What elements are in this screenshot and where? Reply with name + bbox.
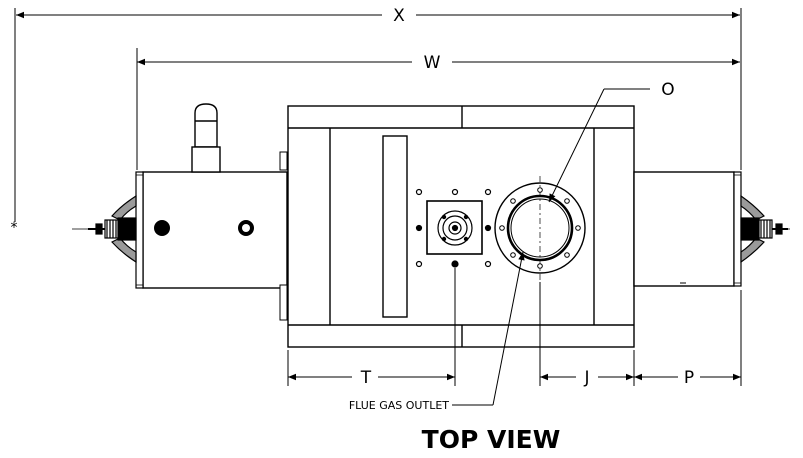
left-cylinder xyxy=(135,151,288,321)
dimension-x-label: X xyxy=(393,6,405,26)
leader-o-label: O xyxy=(661,80,674,100)
flue-gas-outlet-label: FLUE GAS OUTLET xyxy=(349,399,449,412)
flue-outlet-bolt-holes xyxy=(499,187,581,269)
left-end-fitting xyxy=(88,194,137,264)
left-port-ring xyxy=(238,220,254,236)
right-cylinder xyxy=(633,171,742,287)
right-end-fitting xyxy=(740,194,788,264)
dimension-w-label: W xyxy=(424,53,441,73)
dimension-p-label: P xyxy=(684,368,694,388)
reference-mark: * xyxy=(11,220,18,236)
left-sight-port xyxy=(154,220,170,236)
dimension-j-label: J xyxy=(583,368,589,388)
flue-gas-outlet-leader xyxy=(452,251,525,406)
leader-o xyxy=(548,88,650,203)
dimension-t-label: T xyxy=(360,368,372,388)
vent-pipe xyxy=(191,103,221,173)
dimension-x xyxy=(14,8,742,222)
burner-flange xyxy=(426,200,483,255)
dimension-w xyxy=(136,48,740,170)
view-title: TOP VIEW xyxy=(422,425,561,454)
burner-bolt-holes xyxy=(415,188,492,268)
